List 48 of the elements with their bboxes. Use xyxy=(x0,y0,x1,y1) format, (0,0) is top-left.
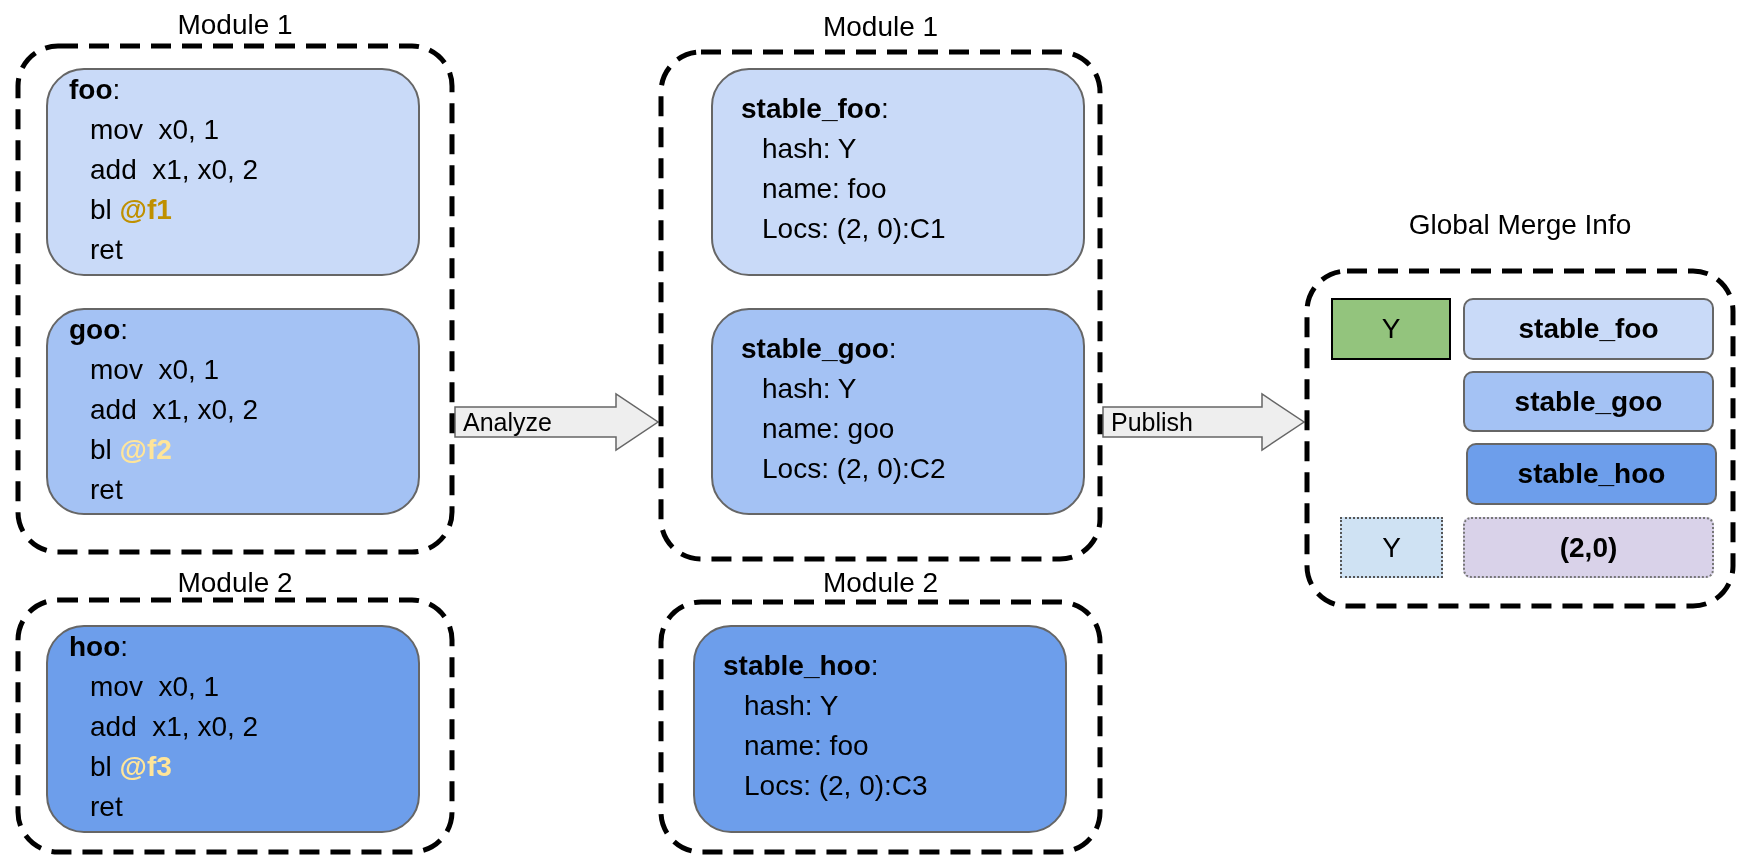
container-heading: Global Merge Info xyxy=(1407,208,1633,242)
function-label: stable_hoo: xyxy=(723,649,879,683)
function-label: goo: xyxy=(69,313,129,347)
code-box xyxy=(711,68,1085,276)
code-line: name: goo xyxy=(762,412,895,446)
code-line: bl @f1 xyxy=(90,193,172,227)
code-line: hash: Y xyxy=(762,132,857,166)
code-line: name: foo xyxy=(744,729,869,763)
code-line: add x1, x0, 2 xyxy=(90,153,259,187)
container-heading: Module 2 xyxy=(821,566,940,600)
code-line: mov x0, 1 xyxy=(90,113,220,147)
function-entry: stable_foo xyxy=(1463,298,1714,360)
function-entry: stable_hoo xyxy=(1466,443,1717,505)
code-line: add x1, x0, 2 xyxy=(90,710,259,744)
code-box xyxy=(46,308,420,515)
block-arrow xyxy=(1102,392,1306,452)
code-line: bl @f3 xyxy=(90,750,172,784)
block-arrow xyxy=(454,392,660,452)
code-line: add x1, x0, 2 xyxy=(90,393,259,427)
edge-label: Analyze xyxy=(463,408,552,436)
hash-key-box: Y xyxy=(1331,298,1451,360)
function-label: hoo: xyxy=(69,630,129,664)
function-label: foo: xyxy=(69,73,121,107)
code-line: Locs: (2, 0):C2 xyxy=(762,452,946,486)
code-line: Locs: (2, 0):C1 xyxy=(762,212,946,246)
container-heading: Module 2 xyxy=(176,566,294,600)
code-line: mov x0, 1 xyxy=(90,670,220,704)
code-box xyxy=(46,68,420,276)
edge-label: Publish xyxy=(1111,408,1193,436)
function-label: stable_foo: xyxy=(741,92,889,126)
code-line: ret xyxy=(90,233,123,267)
code-box xyxy=(693,625,1067,833)
function-label: stable_goo: xyxy=(741,332,897,366)
container-heading: Module 1 xyxy=(821,10,940,44)
container-heading: Module 1 xyxy=(176,8,294,42)
code-line: Locs: (2, 0):C3 xyxy=(744,769,928,803)
hash-key-box: Y xyxy=(1340,517,1443,578)
code-line: bl @f2 xyxy=(90,433,172,467)
code-line: hash: Y xyxy=(744,689,839,723)
code-line: mov x0, 1 xyxy=(90,353,220,387)
function-entry: stable_goo xyxy=(1463,371,1714,432)
code-line: hash: Y xyxy=(762,372,857,406)
code-box xyxy=(711,308,1085,515)
code-line: ret xyxy=(90,790,123,824)
code-line: name: foo xyxy=(762,172,887,206)
code-box xyxy=(46,625,420,833)
location-entry: (2,0) xyxy=(1463,517,1714,578)
code-line: ret xyxy=(90,473,123,507)
